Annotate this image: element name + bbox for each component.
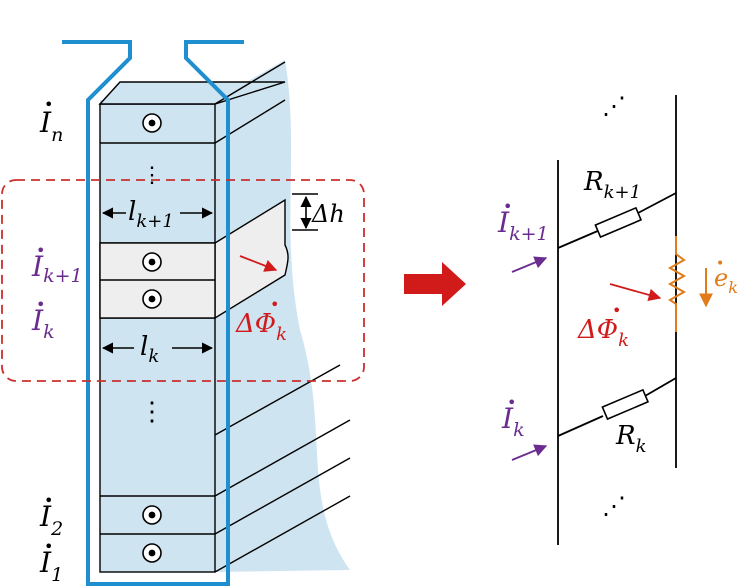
current-dot-n: • xyxy=(44,95,53,114)
upper-branch-right xyxy=(637,192,677,214)
gap-slice xyxy=(214,198,289,320)
current-label-n: In xyxy=(39,106,63,146)
flux-dot-right: • xyxy=(612,301,621,320)
flux-label-left: ΔΦk xyxy=(235,309,287,345)
conductor-1-symbol xyxy=(142,543,162,563)
stack-ellipsis-lower: ⋮ xyxy=(139,397,165,427)
current-label-right-lower: Ik xyxy=(501,402,525,441)
width-label-upper: lk+1 xyxy=(128,197,174,232)
conductor-2-symbol xyxy=(142,505,162,525)
slot-outline xyxy=(62,40,244,586)
circuit-diagram: Rk+1 Rk ek • ΔΦk • Ik+1 • Ik • ⋰ ⋰ xyxy=(497,92,738,545)
current-dot-1: • xyxy=(44,537,53,556)
resistor-lower xyxy=(601,388,650,421)
current-arrow-upper xyxy=(511,256,548,273)
lower-branch-left xyxy=(557,415,604,437)
flux-arrow-right xyxy=(609,283,662,302)
resistor-upper xyxy=(594,206,643,239)
current-dot-right-lower: • xyxy=(507,393,516,412)
conductor-n-symbol xyxy=(142,113,162,133)
width-label-lower: lk xyxy=(140,332,159,367)
current-label-right-upper: Ik+1 xyxy=(497,206,549,245)
conductor-k1-symbol xyxy=(142,252,162,272)
stack-top-face xyxy=(98,81,286,105)
emf-source xyxy=(667,236,687,332)
current-dot-k1: • xyxy=(36,241,45,260)
transform-arrow xyxy=(404,262,466,306)
current-label-2: I2 xyxy=(39,500,63,540)
slot-diagram: ⋮ ⋮ lk+1 lk Δh ΔΦk • In • Ik+1 • Ik • I2… xyxy=(1,40,365,586)
upper-branch-left xyxy=(557,229,601,249)
flux-dot-left: • xyxy=(270,295,279,314)
selected-region xyxy=(1,179,365,382)
stack-ellipsis-upper: ⋮ xyxy=(141,163,163,188)
current-dot-k: • xyxy=(36,295,45,314)
flux-arrow-left xyxy=(239,255,278,272)
conductor-k-symbol xyxy=(142,289,162,309)
emf-dot: • xyxy=(716,256,724,272)
resistor-label-upper: Rk+1 xyxy=(583,167,641,203)
lower-branch-right xyxy=(644,377,677,397)
gap-label: Δh xyxy=(311,200,345,228)
conductor-symbols xyxy=(142,113,162,563)
current-label-k1: Ik+1 xyxy=(31,250,83,287)
current-labels-left: In • Ik+1 • Ik • I2 • I1 • xyxy=(31,95,83,586)
stack-front-face xyxy=(99,103,216,573)
current-dot-2: • xyxy=(44,491,53,510)
circuit-ellipsis-bottom: ⋰ xyxy=(602,492,626,520)
emf-label: ek xyxy=(714,264,738,297)
circuit-ellipsis-top: ⋰ xyxy=(602,92,626,120)
resistor-label-lower: Rk xyxy=(615,421,647,457)
current-arrow-lower xyxy=(511,444,548,461)
flux-label-right: ΔΦk xyxy=(577,315,629,351)
current-label-1: I1 xyxy=(39,546,63,586)
current-label-k: Ik xyxy=(31,304,55,343)
current-dot-right-upper: • xyxy=(503,197,512,216)
